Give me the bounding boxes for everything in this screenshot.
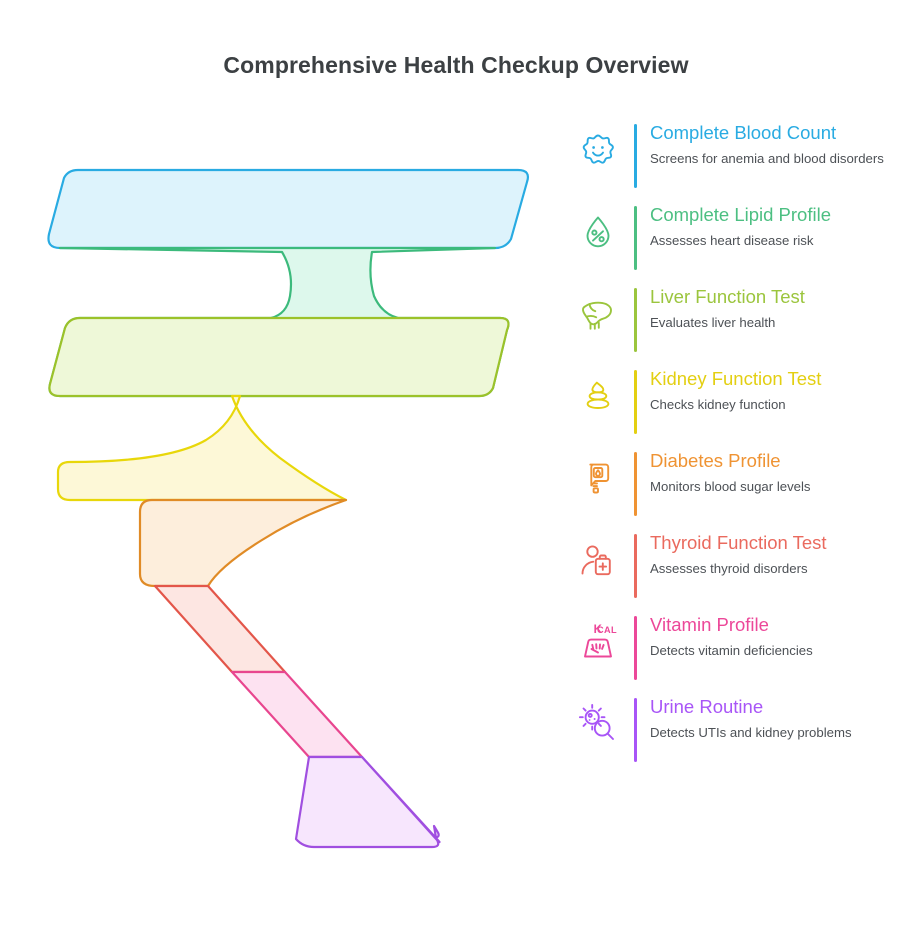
legend-title: Liver Function Test [650, 286, 805, 307]
thyroid-band [153, 584, 287, 674]
urine-band-shape [294, 755, 440, 849]
legend-title: Kidney Function Test [650, 368, 822, 389]
legend-description: Detects vitamin deficiencies [650, 643, 813, 659]
kidney-swirl-icon [570, 366, 626, 422]
legend-description: Monitors blood sugar levels [650, 479, 811, 495]
patient-clipboard-icon [570, 530, 626, 586]
diabetes-band [138, 498, 348, 588]
droplet-percent-icon [570, 202, 626, 258]
legend-accent-bar [634, 124, 637, 188]
legend-accent-bar [634, 698, 637, 762]
legend-description: Screens for anemia and blood disorders [650, 151, 884, 167]
legend-title: Vitamin Profile [650, 614, 769, 635]
legend-description: Checks kidney function [650, 397, 786, 413]
funnel-diagram [0, 100, 560, 880]
legend-accent-bar [634, 534, 637, 598]
kidney-band [56, 394, 348, 502]
glucometer-icon [570, 448, 626, 504]
svg-text:CAL: CAL [597, 625, 617, 635]
legend-description: Evaluates liver health [650, 315, 776, 331]
liver-icon [570, 284, 626, 340]
legend-description: Detects UTIs and kidney problems [650, 725, 852, 741]
legend-title: Complete Blood Count [650, 122, 837, 143]
page-title: Comprehensive Health Checkup Overview [223, 52, 689, 78]
liver-band [48, 316, 510, 398]
legend-title: Complete Lipid Profile [650, 204, 831, 225]
blood-cell-smiley-icon [570, 120, 626, 176]
legend-accent-bar [634, 616, 637, 680]
legend-accent-bar [634, 206, 637, 270]
legend-accent-bar [634, 370, 637, 434]
legend-description: Assesses thyroid disorders [650, 561, 808, 577]
microbe-magnifier-icon [570, 694, 626, 750]
blood-count-band [47, 168, 530, 250]
legend-accent-bar [634, 452, 637, 516]
legend-accent-bar [634, 288, 637, 352]
legend-description: Assesses heart disease risk [650, 233, 814, 249]
svg-text:K: K [594, 624, 603, 636]
legend-title: Urine Routine [650, 696, 764, 717]
vitamin-band [230, 670, 364, 759]
legend-title: Thyroid Function Test [650, 532, 827, 553]
legend-title: Diabetes Profile [650, 450, 781, 471]
